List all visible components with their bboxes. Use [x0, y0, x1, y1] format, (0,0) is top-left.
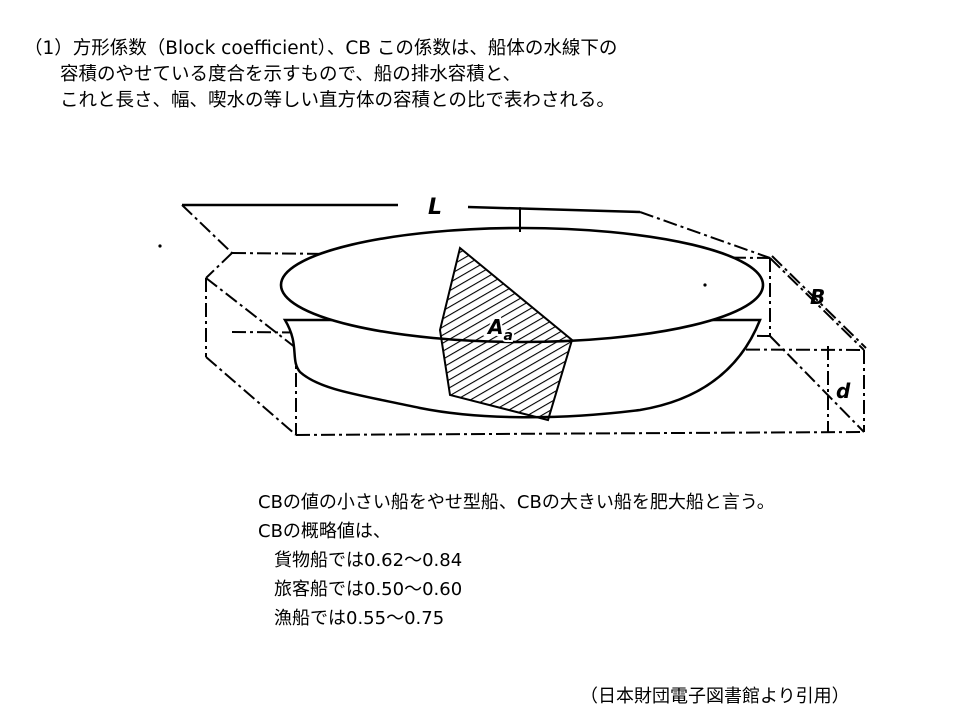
section-label-main: A: [486, 315, 503, 339]
breadth-line: [771, 255, 867, 349]
box-left-top-edge: [205, 252, 233, 279]
box-bottom-left-edge: [205, 356, 297, 436]
draft-dimension: d: [827, 346, 851, 432]
notes-item-fishing: 漁船では0.55～0.75: [274, 608, 445, 629]
section-label-sub: a: [503, 328, 512, 344]
notes-item-passenger: 旅客船では0.50～0.60: [274, 579, 463, 600]
length-extension-right: [639, 211, 771, 259]
center-dot: [703, 283, 707, 287]
notes-text: CBの値の小さい船をやせ型船、CBの大きい船を肥大船と言う。 CBの概略値は、 …: [258, 488, 938, 633]
source-citation: （日本財団電子図書館より引用）: [580, 686, 850, 707]
midship-section-hatch: [438, 246, 574, 422]
box-front-left-edge: [205, 277, 297, 349]
hull-shape: Aa: [158, 207, 765, 422]
intro-line-3: これと長さ、幅、喫水の等しい直方体の容積との比で表わされる。: [60, 90, 615, 111]
notes-line-2: CBの概略値は、: [258, 521, 391, 542]
box-right-top-edge: [769, 257, 865, 351]
stray-dot: [158, 244, 162, 248]
breadth-label: B: [810, 285, 825, 309]
box-back-bottom-edge: [769, 335, 865, 433]
breadth-dimension: B: [771, 255, 867, 349]
length-extension-left: [181, 204, 233, 254]
notes-item-cargo: 貨物船では0.62～0.84: [274, 550, 463, 571]
box-bottom-front-edge: [295, 431, 865, 436]
length-label: L: [428, 195, 442, 220]
length-line-right: [467, 205, 641, 214]
block-coefficient-diagram: L B d: [158, 195, 867, 436]
intro-line-1: （1）方形係数（Block coefficient）、CB この係数は、船体の水…: [24, 38, 618, 59]
intro-text: （1）方形係数（Block coefficient）、CB この係数は、船体の水…: [24, 36, 944, 114]
length-dimension: L: [181, 195, 771, 259]
draft-label: d: [836, 379, 851, 403]
section-label: Aa: [486, 315, 513, 344]
intro-line-2: 容積のやせている度合を示すもので、船の排水容積と、: [60, 64, 522, 85]
notes-line-1: CBの値の小さい船をやせ型船、CBの大きい船を肥大船と言う。: [258, 492, 775, 513]
